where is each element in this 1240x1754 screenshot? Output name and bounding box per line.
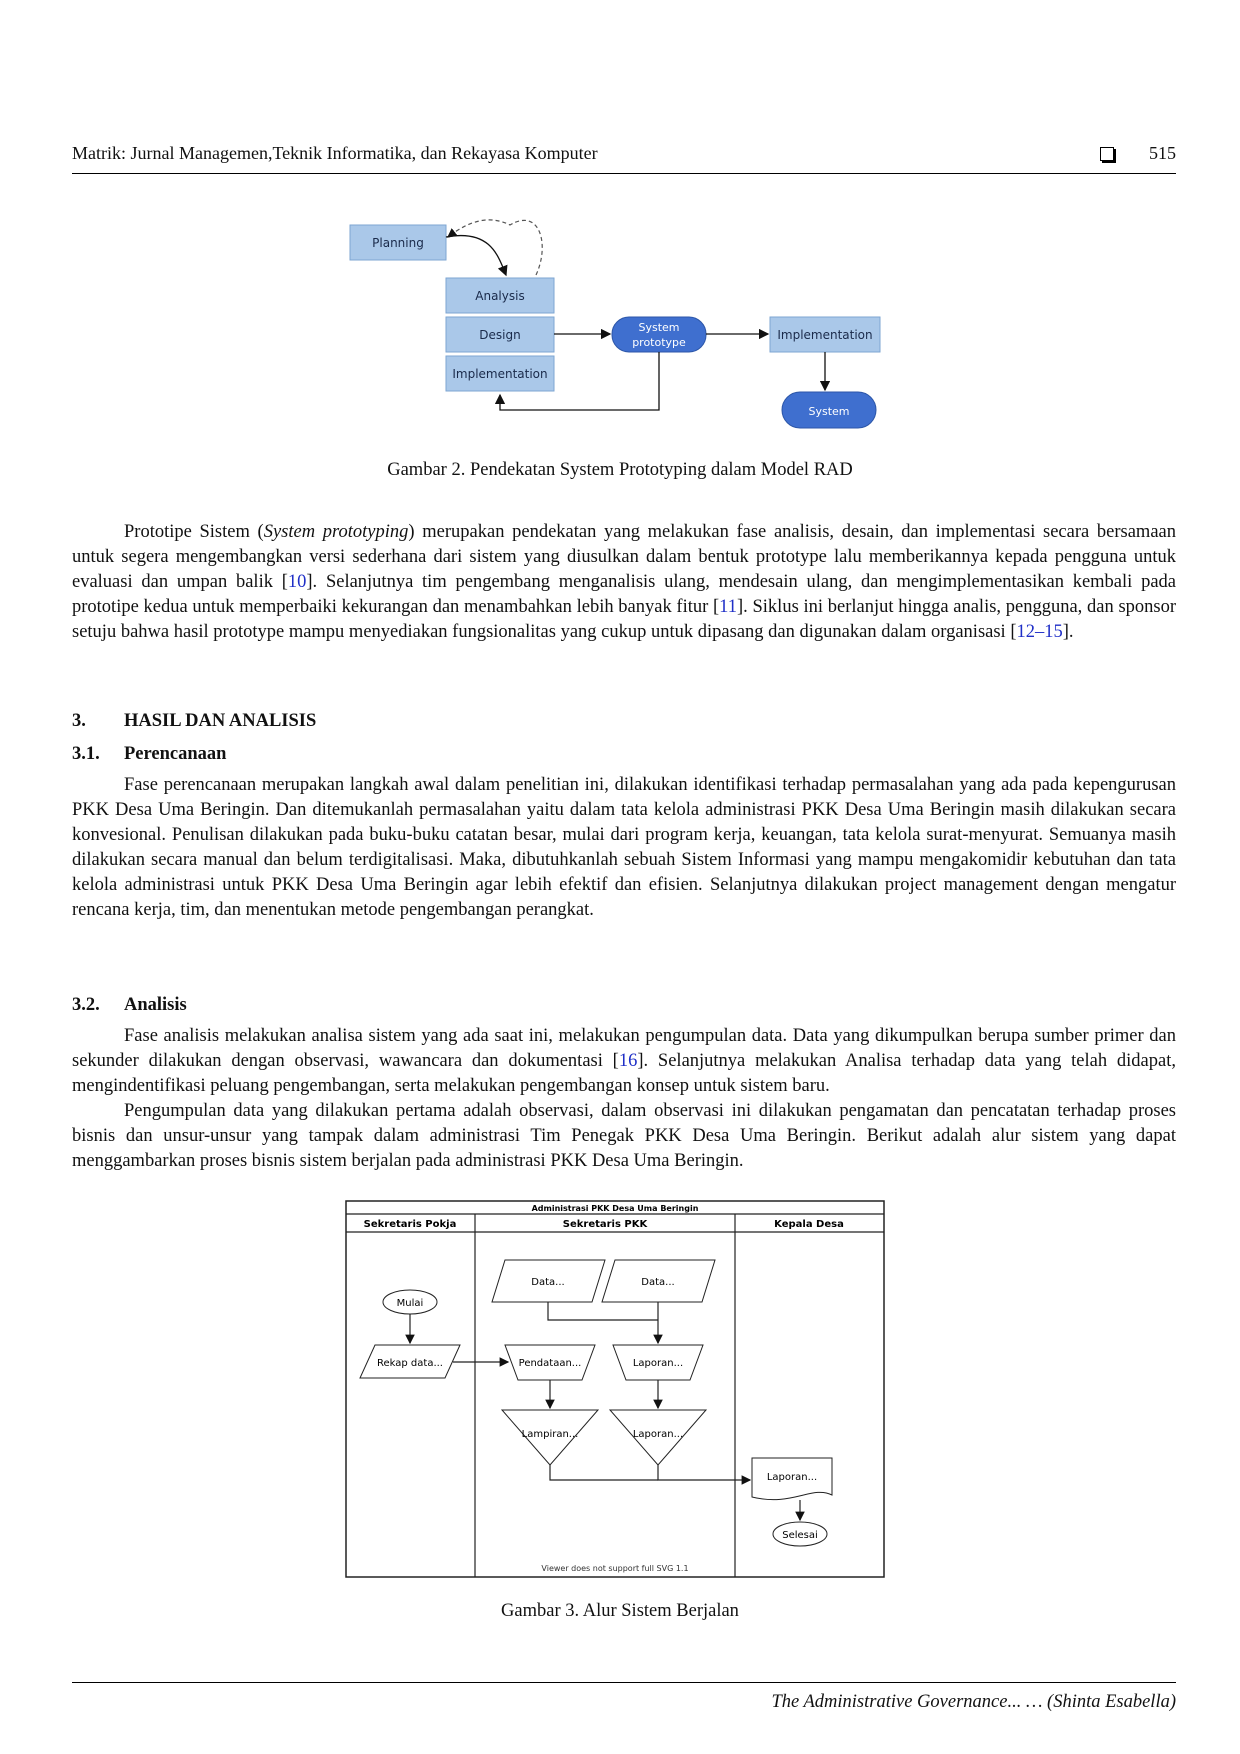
implementation-left-label: Implementation bbox=[452, 367, 547, 381]
citation-link[interactable]: 16 bbox=[618, 1051, 638, 1071]
figure3-caption: Gambar 3. Alur Sistem Berjalan bbox=[501, 1601, 739, 1621]
pendataan-node bbox=[504, 1344, 596, 1381]
implementation-left-box bbox=[445, 355, 555, 392]
design-box bbox=[445, 316, 555, 353]
rekap-data-node bbox=[359, 1344, 461, 1379]
citation-link[interactable]: 10 bbox=[287, 572, 307, 592]
implementation-right-label: Implementation bbox=[777, 328, 872, 342]
flowchart-frame bbox=[345, 1200, 885, 1578]
rekap-data-label: Rekap data... bbox=[377, 1358, 443, 1369]
subsection-heading: 3.1.Perencanaan bbox=[72, 744, 227, 764]
viewer-note[interactable]: Viewer does not support full SVG 1.1 bbox=[541, 1564, 688, 1573]
design-label: Design bbox=[479, 328, 520, 342]
lampiran-node bbox=[500, 1409, 600, 1466]
section-heading: 3.HASIL DAN ANALISIS bbox=[72, 711, 317, 731]
planning-label: Planning bbox=[372, 236, 424, 250]
lane-kepala-desa: Kepala Desa bbox=[774, 1219, 844, 1230]
implementation-right-box bbox=[769, 316, 881, 353]
planning-box bbox=[349, 224, 447, 261]
prototype-label-1: System bbox=[638, 321, 679, 334]
laporan-triangle-node bbox=[608, 1409, 708, 1466]
planning-to-analysis-arrow bbox=[445, 234, 508, 277]
laporan-document-node bbox=[751, 1457, 833, 1501]
data2-label: Data... bbox=[641, 1277, 674, 1288]
system-pill bbox=[781, 391, 877, 429]
selesai-label: Selesai bbox=[782, 1530, 818, 1541]
footer-rule bbox=[72, 1682, 1176, 1683]
swimlane-flowchart: Administrasi PKK Desa Uma Beringin Sekre… bbox=[345, 1200, 885, 1578]
paragraph-perencanaan: Fase perencanaan merupakan langkah awal … bbox=[72, 775, 1176, 920]
analysis-box bbox=[445, 277, 555, 314]
end-node bbox=[772, 1521, 828, 1547]
data2-node bbox=[601, 1259, 716, 1303]
lane-sekretaris-pkk: Sekretaris PKK bbox=[563, 1219, 649, 1230]
running-footer: The Administrative Governance... … (Shin… bbox=[771, 1692, 1176, 1712]
citation-link[interactable]: 11 bbox=[719, 597, 737, 617]
prototype-loop-arrow bbox=[494, 352, 660, 411]
journal-title: Matrik: Jurnal Managemen,Teknik Informat… bbox=[72, 143, 598, 163]
lane-sekretaris-pokja: Sekretaris Pokja bbox=[364, 1219, 457, 1230]
system-label: System bbox=[808, 405, 849, 418]
pendataan-label: Pendataan... bbox=[519, 1358, 582, 1369]
rad-prototyping-diagram: Planning Analysis Design Implementation … bbox=[349, 219, 881, 429]
paragraph-analisis-1: Fase analisis melakukan analisa sistem y… bbox=[72, 1026, 1176, 1096]
mulai-label: Mulai bbox=[397, 1298, 424, 1309]
page-number: 515 bbox=[1149, 143, 1176, 163]
citation-link[interactable]: 12–15 bbox=[1016, 622, 1063, 642]
flowchart-title: Administrasi PKK Desa Uma Beringin bbox=[532, 1204, 699, 1213]
feedback-dashed-arrow bbox=[447, 219, 543, 276]
square-bullet-icon bbox=[1100, 147, 1114, 161]
running-head: Matrik: Jurnal Managemen,Teknik Informat… bbox=[72, 143, 1176, 174]
figure2-caption: Gambar 2. Pendekatan System Prototyping … bbox=[387, 460, 853, 480]
lampiran-label: Lampiran... bbox=[522, 1429, 579, 1440]
analysis-label: Analysis bbox=[475, 289, 524, 303]
paragraph-analisis-2: Pengumpulan data yang dilakukan pertama … bbox=[72, 1101, 1176, 1171]
laporan-trapezoid-label: Laporan... bbox=[633, 1358, 683, 1369]
subsection-heading: 3.2.Analisis bbox=[72, 995, 187, 1015]
laporan-triangle-label: Laporan... bbox=[633, 1429, 683, 1440]
laporan-trapezoid-node bbox=[612, 1344, 704, 1381]
data1-label: Data... bbox=[531, 1277, 564, 1288]
paragraph-prototyping: Prototipe Sistem (System prototyping) me… bbox=[72, 522, 1176, 642]
laporan-document-label: Laporan... bbox=[767, 1472, 817, 1483]
data1-node bbox=[491, 1259, 606, 1303]
prototype-label-2: prototype bbox=[632, 336, 686, 349]
